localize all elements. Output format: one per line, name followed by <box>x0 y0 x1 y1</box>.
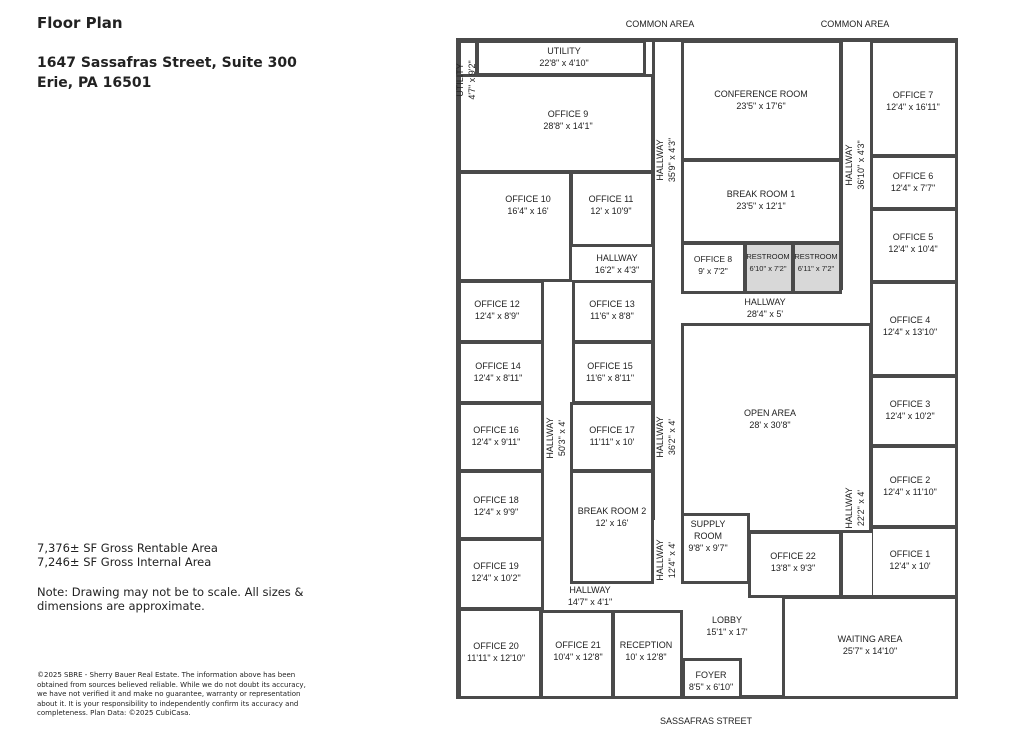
room-office-17 <box>570 402 654 472</box>
common-area-label-left: COMMON AREA <box>625 19 695 29</box>
room-office-1 <box>870 526 958 598</box>
room-supply <box>681 513 750 584</box>
gross-internal-area: 7,246± SF Gross Internal Area <box>37 555 212 569</box>
room-office-10 <box>458 171 572 282</box>
street-label: SASSAFRAS STREET <box>659 716 753 726</box>
disclaimer: ©2025 SBRE - Sherry Bauer Real Estate. T… <box>37 671 306 717</box>
room-foyer <box>682 658 742 699</box>
gross-rentable-area: 7,376± SF Gross Rentable Area <box>37 541 218 555</box>
room-restroom-1 <box>744 242 794 294</box>
address-line-1: 1647 Sassafras Street, Suite 300 <box>37 55 297 71</box>
room-office-3 <box>870 375 958 447</box>
room-office-18 <box>458 470 544 540</box>
common-area-label-right: COMMON AREA <box>820 19 890 29</box>
address-line-2: Erie, PA 16501 <box>37 75 152 91</box>
room-office-22 <box>748 531 842 598</box>
room-office-9 <box>458 74 654 173</box>
wall-hallway-a <box>652 40 655 290</box>
room-break-room-2 <box>570 470 654 584</box>
room-office-11 <box>570 171 654 247</box>
room-restroom-2 <box>792 242 842 294</box>
room-conference <box>681 40 842 161</box>
scale-note: Note: Drawing may not be to scale. All s… <box>37 585 304 613</box>
room-reception <box>612 610 683 699</box>
wall-hallway-b <box>840 40 843 290</box>
room-office-21 <box>540 610 614 699</box>
page-title: Floor Plan <box>37 14 123 32</box>
wall-hallway-f <box>652 290 655 520</box>
room-waiting-area <box>782 596 958 699</box>
